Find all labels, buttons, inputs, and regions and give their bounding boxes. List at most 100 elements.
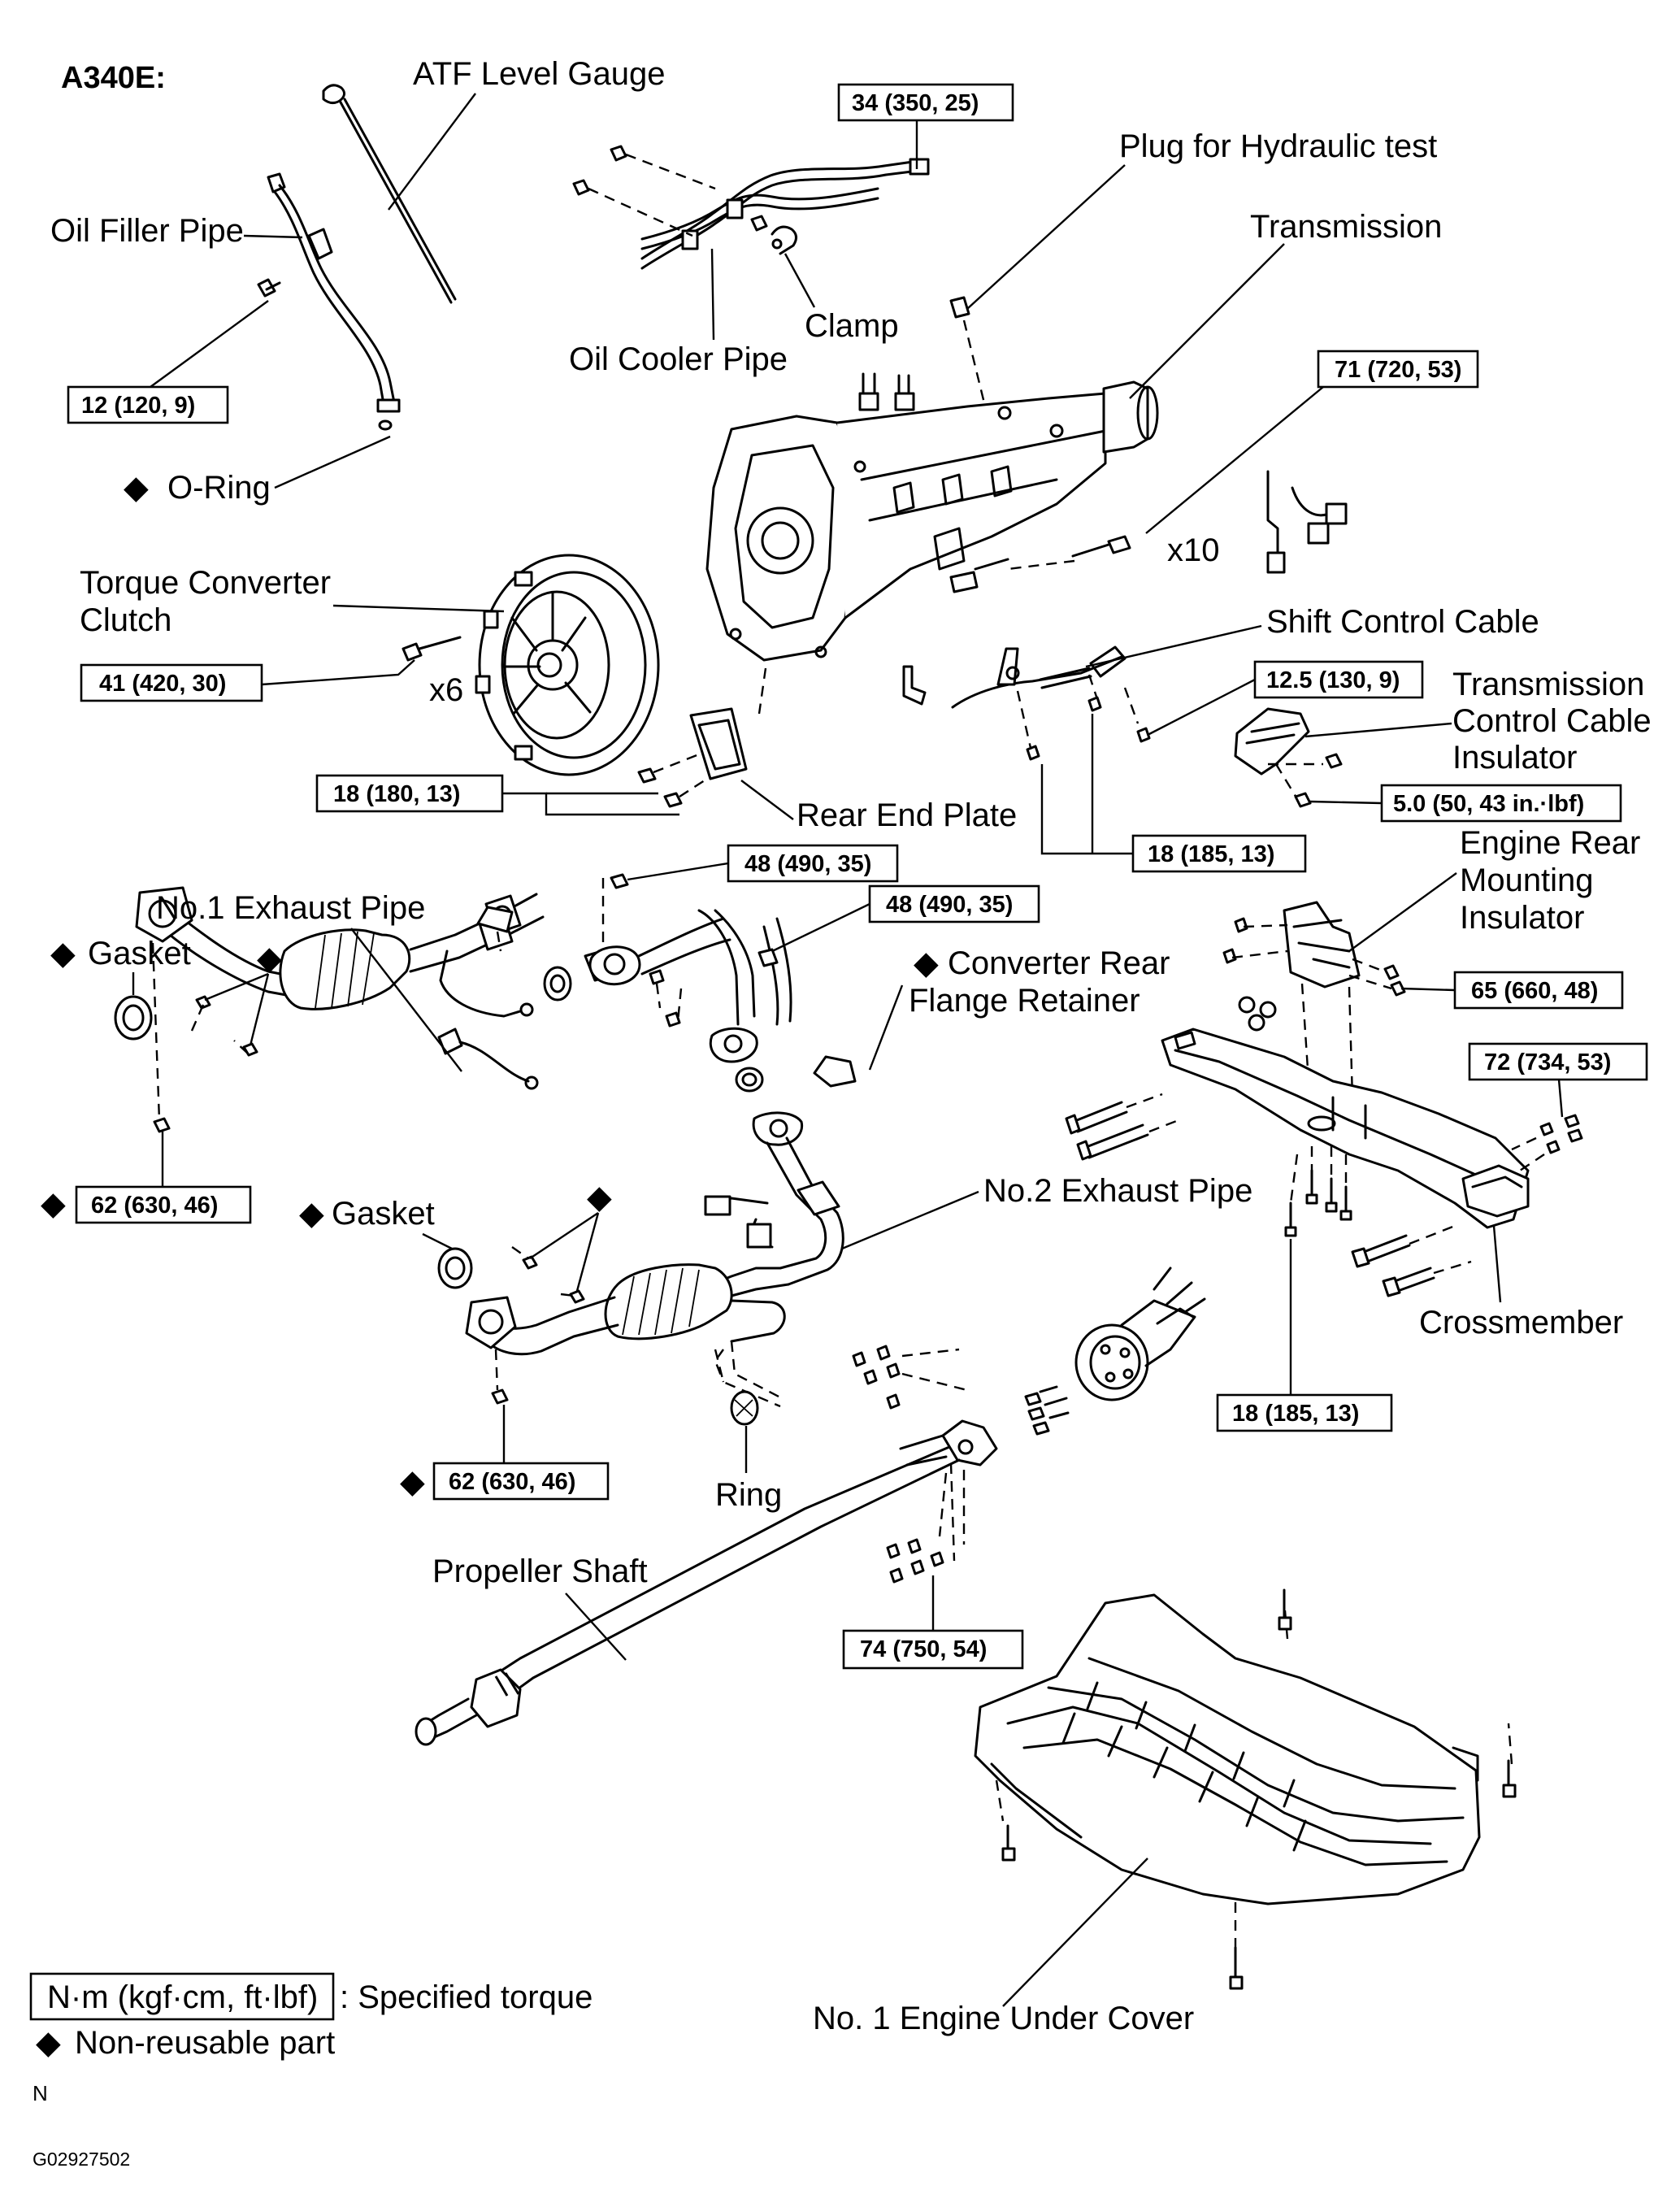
label-torque-converter-2: Clutch [80,602,171,638]
footer-code: G02927502 [33,2149,130,2170]
label-engine-rear-3: Insulator [1460,900,1584,936]
label-plug-hydraulic: Plug for Hydraulic test [1119,128,1437,164]
torque-65: 65 (660, 48) [1471,978,1598,1004]
label-tcci-2: Control Cable [1452,703,1652,739]
torque-box-62-b [432,1462,610,1501]
crossmember-part [1161,1028,1530,1229]
label-atf-level-gauge: ATF Level Gauge [413,56,666,92]
filler-pipe-bolt [257,278,281,298]
label-ring: Ring [715,1477,782,1513]
torque-41: 41 (420, 30) [99,671,226,697]
hydraulic-test-plug [949,296,987,407]
torque-62-a: 62 (630, 46) [91,1193,218,1219]
converter-bolt [402,636,462,662]
torque-box-18-185-a [1131,834,1307,873]
label-x6: x6 [429,672,463,708]
no2-exhaust-pipe-part [465,909,844,1356]
torque-box-65 [1453,971,1624,1010]
torque-62-b: 62 (630, 46) [449,1469,575,1495]
torque-48-a: 48 (490, 35) [744,851,871,877]
torque-box-62-a [75,1185,252,1224]
torque-18-185-a: 18 (185, 13) [1148,841,1274,867]
label-gasket-1: Gasket [88,936,191,971]
cable-insulator-part [1234,707,1343,808]
label-gasket-2: Gasket [332,1196,435,1232]
label-engine-rear-2: Mounting [1460,863,1594,898]
diamond-nut-2: ◆ [587,1180,612,1215]
legend-torque-units: N·m (kgf·cm, ft·lbf) [47,1979,318,2015]
torque-box-12 [67,385,229,424]
torque-box-71 [1317,350,1479,389]
diamond-o-ring: ◆ [124,470,149,506]
label-torque-converter-1: Torque Converter [80,565,331,601]
propeller-shaft-part [415,1267,1206,1746]
diamond-62-a: ◆ [41,1186,66,1222]
connector-pins [858,372,915,411]
legend-torque-box [29,1972,335,2021]
torque-71: 71 (720, 53) [1335,357,1461,383]
label-crossmember: Crossmember [1419,1305,1623,1341]
crossmember-bolts [1065,1093,1583,1297]
legend-nonreusable-text: Non-reusable part [75,2025,335,2061]
label-converter-rear-2: Flange Retainer [909,983,1140,1019]
torque-48-b: 48 (490, 35) [886,892,1013,918]
torque-34: 34 (350, 25) [852,90,979,116]
ring-part [730,1390,759,1426]
exhaust-flange-center [588,873,731,1028]
torque-18-185-b: 18 (185, 13) [1232,1401,1359,1427]
transmission-part [705,380,1159,662]
label-x10: x10 [1167,532,1220,568]
shift-cable-bolts [1016,674,1151,761]
shift-control-cable-part [902,645,1127,709]
propeller-bolts [852,1345,968,1584]
label-oil-filler-pipe: Oil Filler Pipe [50,213,244,249]
torque-12-5: 12.5 (130, 9) [1266,667,1400,693]
engine-under-cover-part [974,1593,1481,1905]
engine-rear-mount-part [1222,901,1406,1155]
o-ring-part [378,419,393,431]
legend-torque-text: : Specified torque [340,1979,593,2015]
diamond-gasket-1: ◆ [50,936,76,971]
rear-end-plate-part [637,667,767,808]
torque-74: 74 (750, 54) [860,1636,987,1662]
atf-level-gauge [322,84,457,304]
legend-diamond: ◆ [36,2025,61,2061]
torque-box-18-185-b [1216,1393,1393,1432]
label-propeller-shaft: Propeller Shaft [432,1553,648,1589]
diamond-nut-1: ◆ [257,941,282,976]
under-cover-bolts [995,1588,1517,1990]
diamond-gasket-2: ◆ [299,1196,324,1232]
wire-harness [1266,470,1348,574]
torque-18-180: 18 (180, 13) [333,781,460,807]
no1-nuts [151,942,258,1133]
label-o-ring: O-Ring [167,470,271,506]
label-tcci-1: Transmission [1452,667,1644,702]
transmission-bolt [1007,535,1131,571]
label-converter-rear-1: Converter Rear [948,945,1170,981]
no2-gaskets-nuts [437,1246,783,1408]
torque-12: 12 (120, 9) [81,393,195,419]
label-tcci-3: Insulator [1452,740,1577,776]
label-no1-exhaust-pipe: No.1 Exhaust Pipe [156,890,425,926]
label-no2-exhaust-pipe: No.2 Exhaust Pipe [983,1173,1252,1209]
torque-box-34 [837,83,1014,122]
torque-box-41 [80,663,263,702]
label-engine-rear-1: Engine Rear [1460,825,1640,861]
torque-72: 72 (734, 53) [1484,1049,1611,1075]
legend: N·m (kgf·cm, ft·lbf) : Specified torque … [29,1972,593,2061]
torque-box-72 [1468,1042,1648,1081]
converter-rear-retainer-a [476,906,514,952]
diamond-62-b: ◆ [400,1464,425,1500]
clamp-part [771,225,797,255]
oil-filler-pipe [267,172,401,413]
converter-rear-retainer-b [813,1055,857,1088]
label-shift-control-cable: Shift Control Cable [1266,604,1539,640]
oil-cooler-pipe [640,158,930,270]
diamond-converter-rear: ◆ [914,945,939,981]
footer-letter: N [33,2081,48,2105]
torque-box-5-0 [1380,784,1622,823]
torque-converter-part [475,554,660,776]
label-oil-cooler-pipe: Oil Cooler Pipe [569,341,788,377]
cooler-bolts [572,145,768,237]
